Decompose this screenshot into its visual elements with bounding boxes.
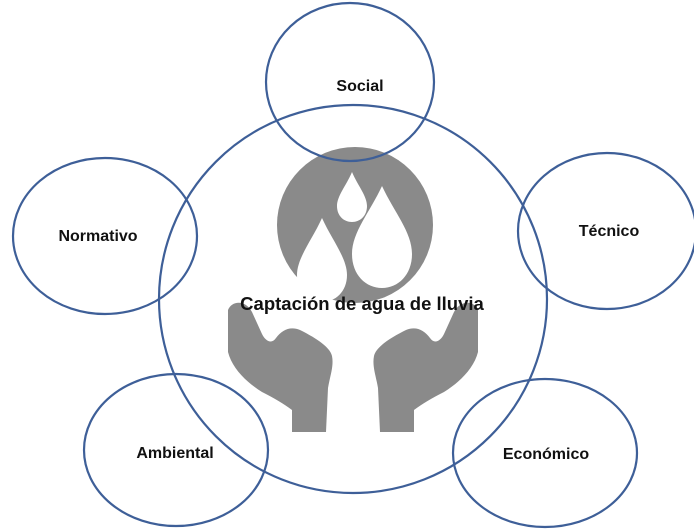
normativo-circle [11,156,199,316]
tecnico-label: Técnico [579,223,640,240]
drop-center [337,172,367,222]
drop-right [352,186,412,288]
social-circle [264,1,436,163]
ambiental-label: Ambiental [136,445,213,462]
tecnico-circle [516,151,694,311]
left-hand [228,302,333,432]
economico-circle [451,377,639,529]
rain-drops-in-hands-icon [228,147,478,432]
normativo-label: Normativo [58,228,137,245]
center-label: Captación de agua de lluvia [240,293,484,314]
right-hand [373,302,478,432]
economico-label: Económico [503,446,589,463]
drop-left [297,218,347,302]
ambiental-circle [82,372,270,528]
social-label: Social [336,78,383,95]
